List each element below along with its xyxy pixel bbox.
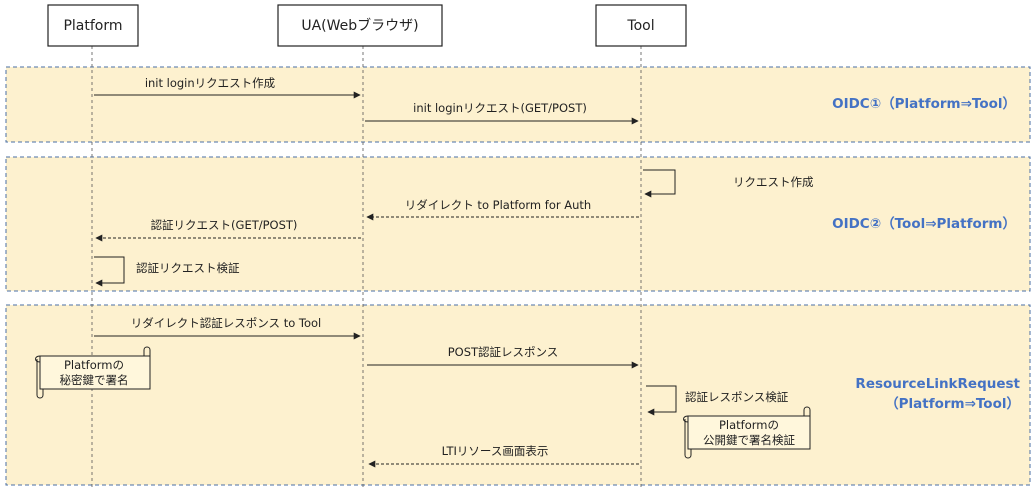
- actor-box-platform: [47, 4, 139, 47]
- note-tool-verify-line1: Platformの: [719, 418, 779, 432]
- label-m5: 認証リクエスト(GET/POST): [151, 218, 298, 232]
- section-oidc2: [5, 156, 1031, 292]
- section-title-resource-1: ResourceLinkRequest: [855, 376, 1020, 392]
- label-m8: POST認証レスポンス: [448, 345, 559, 359]
- label-m7: リダイレクト認証レスポンス to Tool: [131, 316, 321, 330]
- label-m4: リダイレクト to Platform for Auth: [405, 198, 591, 212]
- label-m9: 認証レスポンス検証: [685, 390, 789, 404]
- arrow-m3-self: [643, 169, 676, 198]
- section-resource-link: [5, 304, 1031, 486]
- actor-tool: Tool: [626, 18, 654, 34]
- label-m3: リクエスト作成: [733, 175, 814, 189]
- label-m10: LTIリソース画面表示: [442, 444, 549, 458]
- arrow-m6-self: [94, 256, 125, 287]
- actor-box-tool: [595, 4, 687, 47]
- actor-ua: UA(Webブラウザ): [301, 17, 418, 34]
- actor-box-ua: [277, 4, 443, 47]
- section-title-oidc1: OIDC①（Platform⇒Tool）: [832, 96, 1016, 112]
- label-m6: 認証リクエスト検証: [136, 261, 240, 275]
- note-tool-verify: Platformの 公開鍵で署名検証: [683, 406, 811, 459]
- note-platform-sign-line2: 秘密鍵で署名: [60, 373, 129, 387]
- section-title-resource-2: （Platform⇒Tool）: [885, 396, 1020, 412]
- section-oidc1: [5, 66, 1031, 143]
- arrow-m9-self: [646, 385, 677, 416]
- note-platform-sign: Platformの 秘密鍵で署名: [35, 346, 151, 399]
- label-m1: init loginリクエスト作成: [145, 76, 276, 90]
- note-platform-sign-line1: Platformの: [64, 358, 124, 372]
- label-m2: init loginリクエスト(GET/POST): [413, 101, 587, 115]
- note-tool-verify-line2: 公開鍵で署名検証: [703, 433, 795, 447]
- section-title-oidc2: OIDC②（Tool⇒Platform）: [832, 216, 1016, 232]
- actor-platform: Platform: [63, 18, 122, 34]
